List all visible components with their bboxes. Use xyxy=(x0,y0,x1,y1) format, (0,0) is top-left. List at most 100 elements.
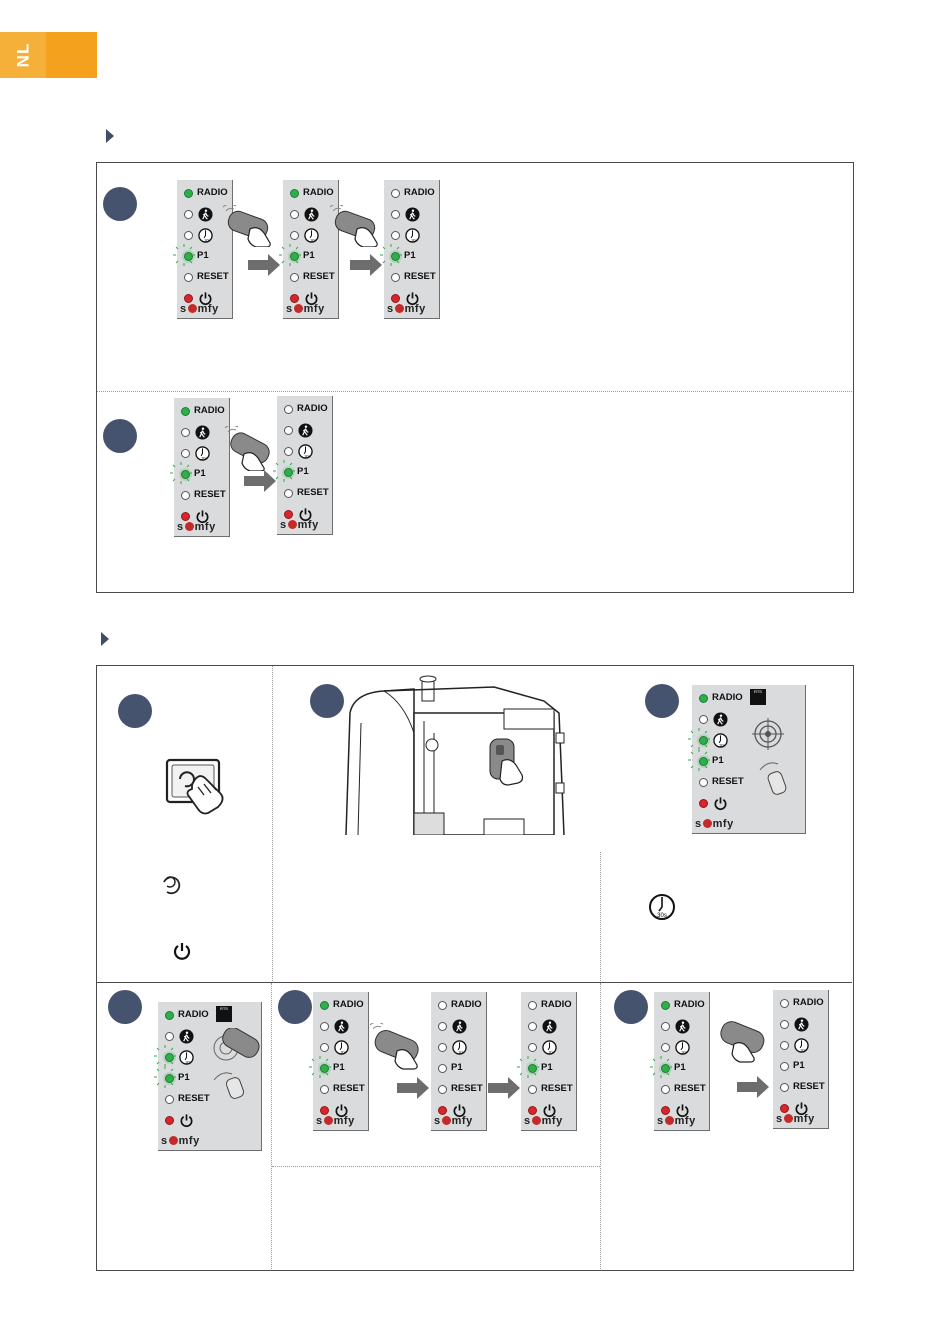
power-icon xyxy=(676,1104,689,1118)
p1-led xyxy=(438,1064,447,1073)
svg-text:30s: 30s xyxy=(657,913,667,919)
remote-control-icon xyxy=(759,762,787,795)
pedestrian-icon xyxy=(794,1017,809,1032)
svg-text:30s: 30s xyxy=(458,1051,464,1055)
step-badge xyxy=(103,187,137,221)
timer-30s-icon: 30s xyxy=(452,1040,467,1055)
radio-led xyxy=(165,1011,174,1020)
power-led xyxy=(780,1104,789,1113)
arrow-right-icon xyxy=(350,254,382,276)
step-badge xyxy=(614,990,648,1024)
pedestrian-icon xyxy=(675,1019,690,1034)
reset-led xyxy=(391,273,400,282)
timer-led xyxy=(320,1043,329,1052)
pedestrian-icon xyxy=(304,207,319,222)
p1-label: P1 xyxy=(194,468,206,479)
rts-logo: RTS xyxy=(216,1006,232,1022)
step-badge xyxy=(118,694,152,728)
pedestrian-icon xyxy=(195,425,210,440)
reset-led xyxy=(320,1085,329,1094)
section-arrow-icon xyxy=(101,632,109,646)
p1-label: P1 xyxy=(178,1072,190,1083)
p1-label: P1 xyxy=(404,250,416,261)
reset-led xyxy=(165,1095,174,1104)
p1-label: P1 xyxy=(197,250,209,261)
divider xyxy=(600,983,601,1269)
svg-text:30s: 30s xyxy=(681,1051,687,1055)
arrow-right-icon xyxy=(397,1077,429,1099)
flash-rays-icon xyxy=(154,1045,176,1067)
step-badge xyxy=(103,419,137,453)
timer-led xyxy=(284,447,293,456)
power-icon xyxy=(453,1104,466,1118)
p1-label: P1 xyxy=(451,1062,463,1073)
target-icon xyxy=(752,718,784,750)
pedestrian-led xyxy=(780,1020,789,1029)
svg-text:30s: 30s xyxy=(411,239,417,243)
power-icon xyxy=(173,943,191,960)
radio-label: RADIO xyxy=(303,187,334,198)
p1-led xyxy=(184,252,193,261)
radio-led xyxy=(661,1001,670,1010)
prog-icon xyxy=(163,876,181,895)
radio-label: RADIO xyxy=(793,997,824,1008)
reset-label: RESET xyxy=(404,271,436,282)
flash-rays-icon xyxy=(273,460,295,482)
reset-led xyxy=(290,273,299,282)
reset-label: RESET xyxy=(712,776,744,787)
reset-label: RESET xyxy=(197,271,229,282)
p1-led xyxy=(290,252,299,261)
svg-text:30s: 30s xyxy=(719,744,725,748)
radio-label: RADIO xyxy=(674,999,705,1010)
pedestrian-led xyxy=(320,1022,329,1031)
radio-label: RADIO xyxy=(194,405,225,416)
radio-led xyxy=(184,189,193,198)
remote-control-icon xyxy=(213,1028,260,1099)
pedestrian-led xyxy=(528,1022,537,1031)
timer-30s-icon: 30s xyxy=(334,1040,349,1055)
rts-logo: RTS xyxy=(750,689,766,705)
p1-label: P1 xyxy=(541,1062,553,1073)
step-badge xyxy=(310,684,344,718)
timer-30s-icon: 30s xyxy=(675,1040,690,1055)
timer-30s-icon: 30s xyxy=(713,733,728,748)
pedestrian-icon xyxy=(198,207,213,222)
radio-led xyxy=(320,1001,329,1010)
power-icon xyxy=(714,797,727,811)
pedestrian-icon xyxy=(452,1019,467,1034)
radio-label: RADIO xyxy=(333,999,364,1010)
pedestrian-led xyxy=(184,210,193,219)
power-led xyxy=(438,1106,447,1115)
radio-led xyxy=(438,1001,447,1010)
power-led xyxy=(184,294,193,303)
remote-control-icon xyxy=(369,1023,419,1070)
radio-label: RADIO xyxy=(178,1009,209,1020)
divider xyxy=(97,982,852,983)
timer-30s-icon: 30s xyxy=(542,1040,557,1055)
reset-label: RESET xyxy=(194,489,226,500)
svg-text:30s: 30s xyxy=(800,1049,806,1053)
radio-label: RADIO xyxy=(712,692,743,703)
reset-label: RESET xyxy=(541,1083,573,1094)
reset-led xyxy=(780,1083,789,1092)
power-icon xyxy=(180,1114,193,1128)
svg-text:30s: 30s xyxy=(548,1051,554,1055)
radio-led xyxy=(528,1001,537,1010)
flash-rays-icon xyxy=(688,728,710,750)
reset-led xyxy=(699,778,708,787)
power-icon xyxy=(305,292,318,306)
p1-led xyxy=(181,470,190,479)
timer-led xyxy=(699,736,708,745)
power-led xyxy=(699,799,708,808)
